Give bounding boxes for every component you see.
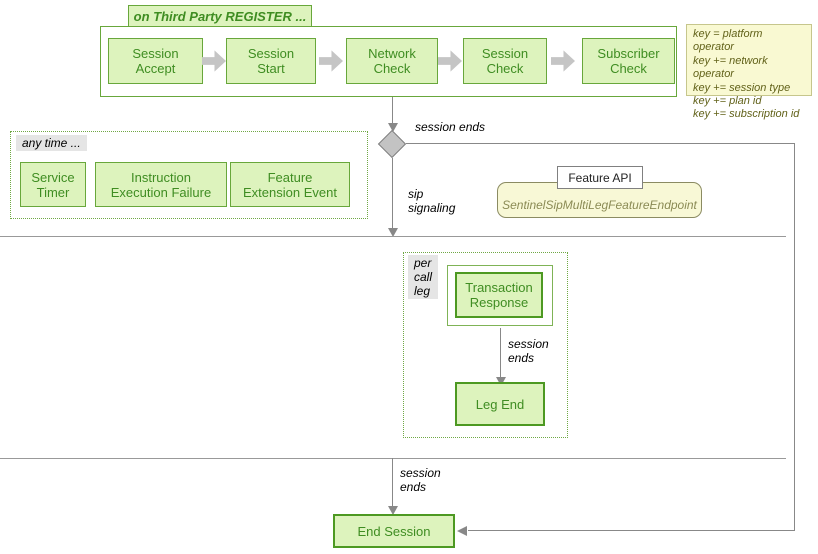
key-legend-line: key += session type: [693, 81, 791, 94]
session-ends-label: session ends: [415, 120, 486, 134]
register-tab-label: on Third Party REGISTER ...: [133, 8, 307, 24]
step-session-check[interactable]: Session Check: [463, 38, 547, 84]
event-instruction-execution-failure[interactable]: Instruction Execution Failure: [95, 162, 227, 207]
event-service-timer[interactable]: Service Timer: [20, 162, 86, 207]
connector-line: [392, 158, 393, 228]
feature-endpoint-label: SentinelSipMultiLegFeatureEndpoint: [502, 198, 697, 212]
key-legend-note: key = platform operator key += network o…: [686, 24, 812, 120]
node-end-session[interactable]: End Session: [333, 514, 455, 548]
connector-line: [392, 97, 393, 123]
sip-signaling-label: sip signaling: [408, 187, 456, 215]
register-tab: on Third Party REGISTER ...: [128, 5, 312, 27]
step-session-accept[interactable]: Session Accept: [108, 38, 203, 84]
node-transaction-response[interactable]: Transaction Response: [455, 272, 543, 318]
arrowhead-down-icon: [496, 377, 506, 386]
step-session-start[interactable]: Session Start: [226, 38, 316, 84]
per-call-leg-group: [403, 252, 568, 438]
connector-line: [392, 458, 393, 506]
key-legend-line: key += subscription id: [693, 108, 800, 121]
decision-diamond: [377, 129, 407, 159]
connector-line: [468, 530, 795, 531]
key-legend-line: key = platform operator: [693, 28, 763, 54]
connector-line: [500, 328, 501, 377]
arrowhead-down-icon: [388, 123, 398, 132]
key-legend-line: key += plan id: [693, 95, 762, 108]
arrowhead-left-icon: [457, 526, 467, 536]
any-time-tag: any time ...: [16, 135, 87, 151]
feature-api-title-box: Feature API: [557, 166, 643, 189]
arrowhead-down-icon: [388, 506, 398, 515]
node-leg-end[interactable]: Leg End: [455, 382, 545, 426]
event-feature-extension-event[interactable]: Feature Extension Event: [230, 162, 350, 207]
any-time-group: [10, 131, 368, 219]
step-network-check[interactable]: Network Check: [346, 38, 438, 84]
session-ends-label: session ends: [400, 466, 441, 494]
lane-separator: [0, 458, 786, 459]
per-call-leg-tag: per call leg: [408, 255, 439, 299]
step-subscriber-check[interactable]: Subscriber Check: [582, 38, 675, 84]
lane-separator: [0, 236, 786, 237]
feature-endpoint-box[interactable]: SentinelSipMultiLegFeatureEndpoint: [497, 182, 702, 218]
arrowhead-down-icon: [388, 228, 398, 237]
key-legend-line: key += network operator: [693, 54, 768, 81]
feature-api-title: Feature API: [568, 170, 632, 185]
connector-line: [406, 143, 795, 144]
session-ends-label: session ends: [508, 337, 549, 365]
connector-line: [794, 143, 795, 531]
